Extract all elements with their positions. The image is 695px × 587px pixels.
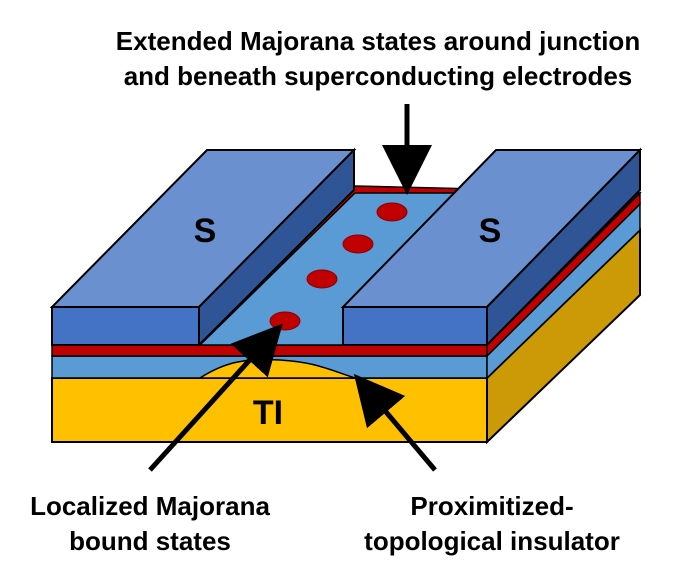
ti-label: TI <box>253 394 283 432</box>
left-electrode-front <box>51 306 200 346</box>
localized-label-line-2: bound states <box>69 526 231 556</box>
localized-arrow <box>148 323 283 472</box>
left-electrode-side <box>198 147 355 348</box>
title-line-1: Extended Majorana states around junction <box>116 26 640 56</box>
majorana-bound-state <box>269 311 301 331</box>
majorana-bound-states <box>269 202 408 331</box>
majorana-bound-state <box>376 202 408 222</box>
localized-label-line-1: Localized Majorana <box>30 491 270 521</box>
right-electrode: S <box>340 147 643 348</box>
proximitized-label-line-2: topological insulator <box>364 526 620 556</box>
majorana-bound-state <box>306 269 338 289</box>
proximitized-arrow <box>353 373 437 472</box>
proximitized-label-line-1: Proximitized- <box>410 491 573 521</box>
left-electrode-label: S <box>194 212 217 250</box>
title-line-2: and beneath superconducting electrodes <box>124 61 633 91</box>
right-electrode-front <box>342 306 488 346</box>
left-electrode: S <box>49 147 357 348</box>
majorana-bound-state <box>342 234 374 254</box>
right-electrode-side <box>486 147 641 348</box>
right-electrode-label: S <box>479 212 502 250</box>
majorana-front-face <box>51 344 488 357</box>
